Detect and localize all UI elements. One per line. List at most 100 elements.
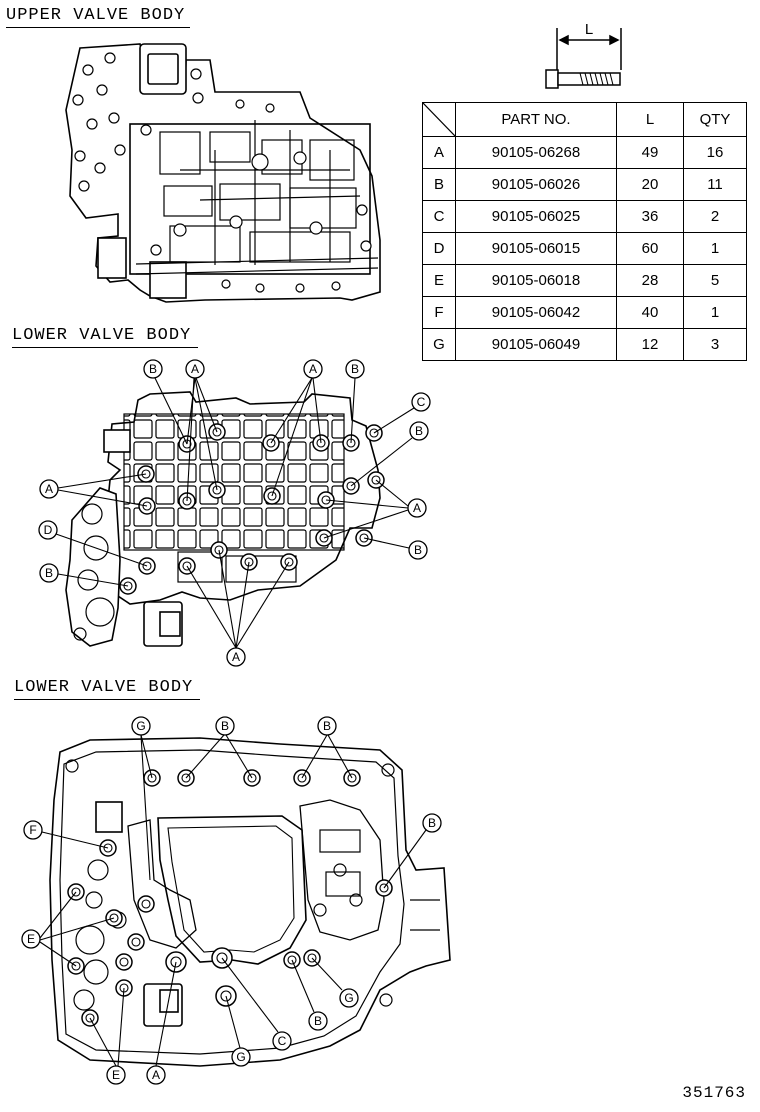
row-part-no: 90105-06268: [455, 136, 617, 169]
svg-text:B: B: [323, 719, 331, 733]
svg-text:B: B: [221, 719, 229, 733]
svg-text:B: B: [314, 1014, 322, 1028]
svg-text:D: D: [44, 523, 53, 537]
callout-circle: A: [146, 1065, 166, 1085]
svg-text:C: C: [417, 395, 426, 409]
header-corner-cell: [422, 102, 456, 137]
svg-text:C: C: [278, 1034, 287, 1048]
row-qty: 16: [683, 136, 747, 169]
callout-circle: B: [308, 1011, 328, 1031]
row-length: 12: [616, 328, 684, 361]
lower-valve-body-1-leader-lines: [55, 377, 415, 649]
table-row: F 90105-06042 40 1: [422, 296, 747, 329]
svg-text:A: A: [413, 501, 421, 515]
callout-circle: A: [407, 498, 427, 518]
row-qty: 5: [683, 264, 747, 297]
row-code: G: [422, 328, 456, 361]
table-row: C 90105-06025 36 2: [422, 200, 747, 233]
table-row: G 90105-06049 12 3: [422, 328, 747, 361]
header-qty: QTY: [683, 102, 747, 137]
callout-circle: B: [345, 359, 365, 379]
svg-text:B: B: [428, 816, 436, 830]
row-length: 49: [616, 136, 684, 169]
row-qty: 1: [683, 232, 747, 265]
svg-text:A: A: [45, 482, 53, 496]
row-length: 40: [616, 296, 684, 329]
svg-text:F: F: [29, 823, 36, 837]
row-part-no: 90105-06025: [455, 200, 617, 233]
lower-valve-body-2-drawing: [49, 737, 451, 1067]
upper-valve-body-title: UPPER VALVE BODY: [6, 6, 190, 28]
table-row: A 90105-06268 49 16: [422, 136, 747, 169]
lower-valve-body-2-callouts: G B B F B E G B C G E A: [21, 716, 442, 1085]
lower-valve-body-title-1: LOWER VALVE BODY: [12, 326, 198, 348]
callout-circle: A: [39, 479, 59, 499]
svg-text:B: B: [351, 362, 359, 376]
parts-table: PART NO. L QTY A 90105-06268 49 16 B 901…: [422, 102, 747, 361]
row-code: F: [422, 296, 456, 329]
row-length: 36: [616, 200, 684, 233]
svg-text:A: A: [309, 362, 317, 376]
row-part-no: 90105-06042: [455, 296, 617, 329]
lower-valve-body-1-callouts: B A A B C B A A D B B A: [38, 359, 431, 667]
row-part-no: 90105-06026: [455, 168, 617, 201]
callout-circle: B: [317, 716, 337, 736]
row-length: 20: [616, 168, 684, 201]
lower-valve-body-title-2: LOWER VALVE BODY: [14, 678, 200, 700]
row-code: D: [422, 232, 456, 265]
callout-circle: B: [409, 421, 429, 441]
svg-text:E: E: [112, 1068, 120, 1082]
row-part-no: 90105-06018: [455, 264, 617, 297]
callout-circle: D: [38, 520, 58, 540]
table-row: D 90105-06015 60 1: [422, 232, 747, 265]
svg-text:B: B: [149, 362, 157, 376]
bolt-illustration: [545, 28, 622, 89]
callout-circle: B: [215, 716, 235, 736]
callout-circle: C: [272, 1031, 292, 1051]
svg-text:A: A: [232, 650, 240, 664]
header-length: L: [616, 102, 684, 137]
svg-text:G: G: [344, 991, 353, 1005]
callout-circle: E: [106, 1065, 126, 1085]
table-header-row: PART NO. L QTY: [422, 102, 747, 137]
callout-circle: G: [339, 988, 359, 1008]
svg-text:B: B: [415, 424, 423, 438]
callout-circle: C: [411, 392, 431, 412]
row-qty: 1: [683, 296, 747, 329]
row-length: 28: [616, 264, 684, 297]
table-row: B 90105-06026 20 11: [422, 168, 747, 201]
row-qty: 3: [683, 328, 747, 361]
callout-circle: E: [21, 929, 41, 949]
svg-text:A: A: [191, 362, 199, 376]
svg-text:B: B: [45, 566, 53, 580]
callout-circle: A: [303, 359, 323, 379]
row-qty: 2: [683, 200, 747, 233]
lower-valve-body-1-bolts: [119, 423, 385, 595]
row-qty: 11: [683, 168, 747, 201]
callout-circle: A: [226, 647, 246, 667]
row-code: E: [422, 264, 456, 297]
lower-valve-body-1-drawing: [65, 391, 381, 647]
row-part-no: 90105-06015: [455, 232, 617, 265]
svg-text:G: G: [236, 1050, 245, 1064]
callout-circle: A: [185, 359, 205, 379]
callout-circle: B: [39, 563, 59, 583]
svg-text:G: G: [136, 719, 145, 733]
header-part-no: PART NO.: [455, 102, 617, 137]
upper-valve-body-drawing: [65, 43, 381, 303]
svg-text:E: E: [27, 932, 35, 946]
table-row: E 90105-06018 28 5: [422, 264, 747, 297]
callout-circle: B: [408, 540, 428, 560]
callout-circle: G: [131, 716, 151, 736]
callout-circle: G: [231, 1047, 251, 1067]
row-code: C: [422, 200, 456, 233]
svg-text:A: A: [152, 1068, 160, 1082]
bolt-length-label: L: [585, 21, 593, 38]
row-length: 60: [616, 232, 684, 265]
row-code: B: [422, 168, 456, 201]
callout-circle: B: [143, 359, 163, 379]
reference-code: 351763: [682, 1084, 746, 1102]
lower-valve-body-2-leader-lines: [39, 734, 427, 1067]
callout-circle: F: [23, 820, 43, 840]
